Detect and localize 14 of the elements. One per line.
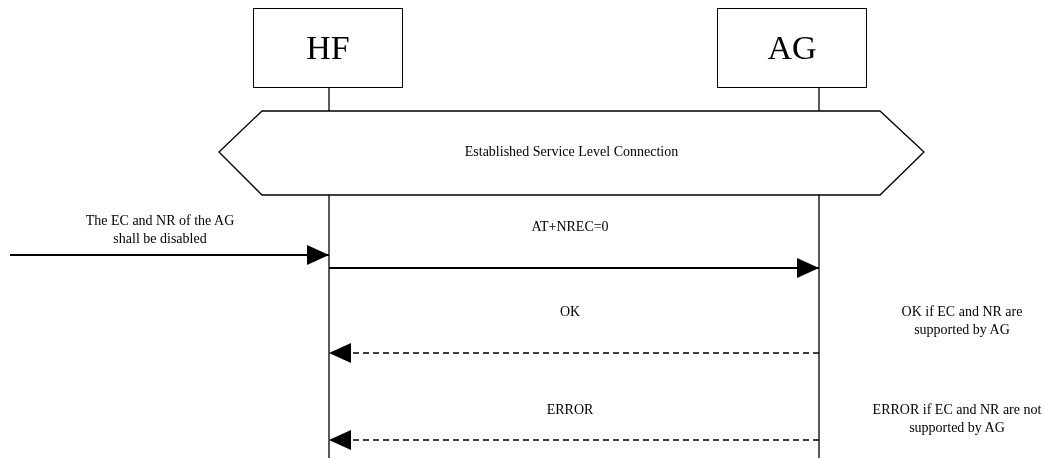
message-label: AT+NREC=0 bbox=[530, 218, 610, 236]
participant-box: AG bbox=[717, 8, 867, 88]
hexagon-band bbox=[218, 110, 925, 196]
note-text: ERROR if EC and NR are not supported by AG bbox=[871, 401, 1043, 437]
arrow bbox=[328, 430, 820, 450]
arrow bbox=[328, 258, 820, 278]
note-text: OK if EC and NR are supported by AG bbox=[900, 303, 1024, 339]
arrow bbox=[328, 343, 820, 363]
participant-box: HF bbox=[253, 8, 403, 88]
arrow bbox=[9, 245, 330, 265]
message-label: The EC and NR of the AG shall be disabled bbox=[85, 212, 235, 248]
message-label: ERROR bbox=[545, 401, 595, 419]
message-label: OK bbox=[558, 303, 582, 321]
band-text: Established Service Level Connection bbox=[463, 143, 680, 161]
